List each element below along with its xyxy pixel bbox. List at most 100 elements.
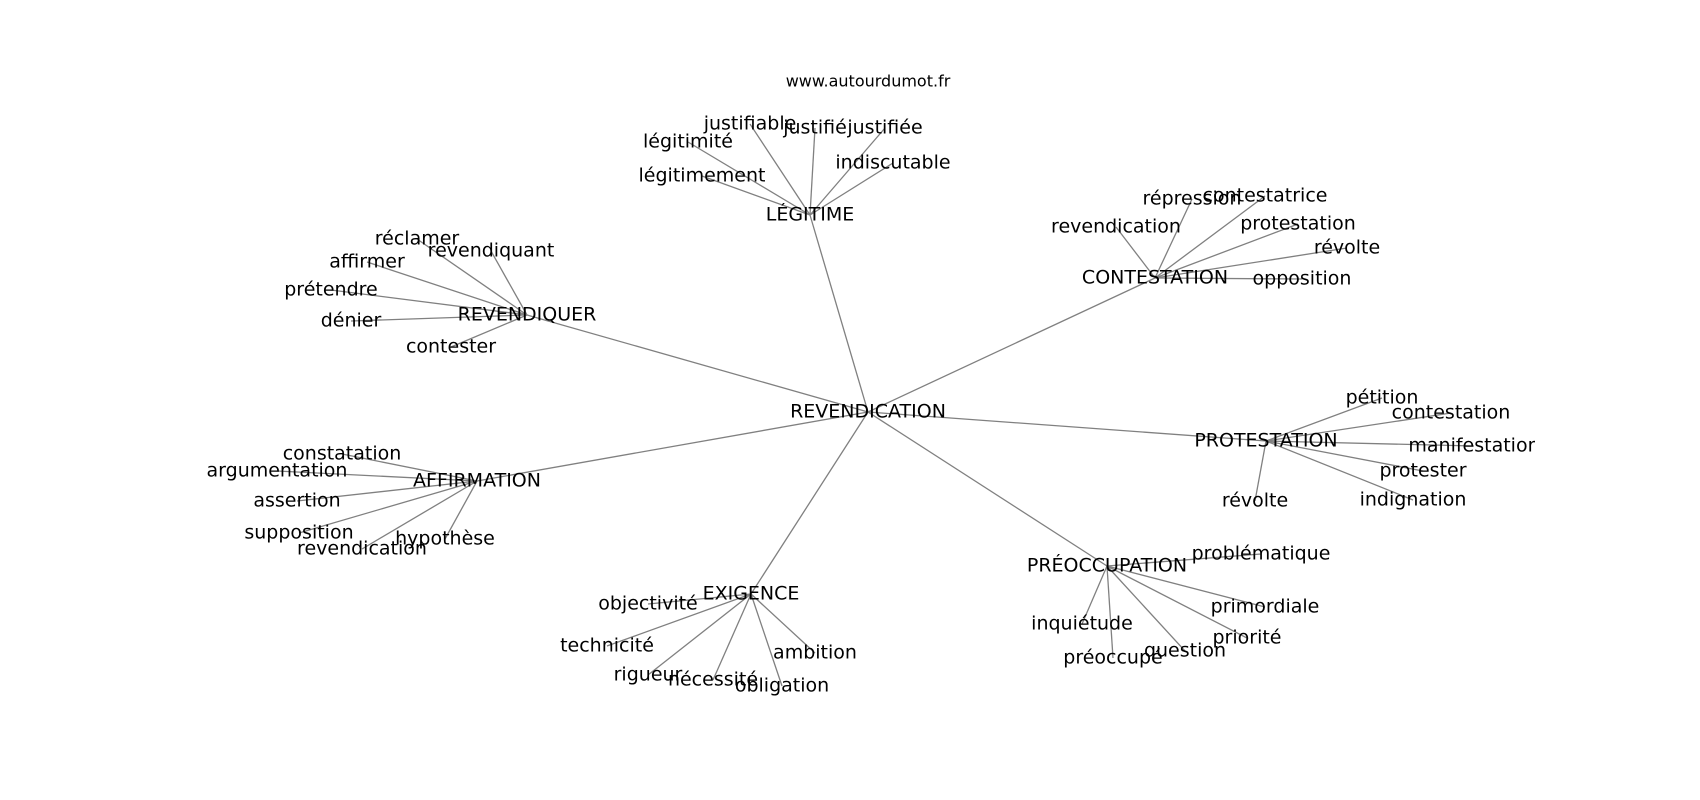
- edge-legitime-justifiee: [809, 127, 886, 216]
- leaf-node-ambition: ambition: [773, 642, 857, 664]
- edge-legitime-justifiable: [749, 123, 811, 216]
- graph-edges: [276, 123, 1475, 687]
- edge-preoccupation-priorite: [1106, 565, 1248, 639]
- edge-contestation-revendication: [1115, 226, 1156, 279]
- leaf-node-revolte: révolte: [1314, 237, 1380, 259]
- edge-affirmation-revendication: [361, 480, 478, 550]
- leaf-node-priorite: priorité: [1212, 627, 1281, 649]
- edge-preoccupation-question: [1106, 565, 1186, 652]
- edge-revendiquer-revendiquant: [490, 250, 528, 316]
- hub-node-affirmation: AFFIRMATION: [413, 470, 541, 492]
- edge-protestation-revolte: [1254, 440, 1267, 502]
- edge-contestation-revolte: [1154, 247, 1348, 279]
- edge-contestation-contestatrice: [1154, 195, 1266, 279]
- edge-center-exigence: [750, 411, 869, 595]
- leaf-node-legitimement: légitimement: [639, 165, 766, 187]
- graph-labels: REVENDICATIONLÉGITIMEjustifiablejustifié…: [207, 113, 1539, 697]
- edge-center-preoccupation: [867, 411, 1108, 567]
- leaf-node-justifiee: justifiée: [846, 117, 922, 139]
- leaf-node-petition: pétition: [1346, 387, 1419, 409]
- hub-node-protestation: PROTESTATION: [1194, 430, 1337, 452]
- leaf-node-protestation: protestation: [1240, 213, 1356, 235]
- leaf-node-reclamer: réclamer: [375, 228, 460, 250]
- leaf-node-primordiale: primordiale: [1211, 596, 1320, 618]
- edge-center-contestation: [867, 277, 1156, 413]
- leaf-node-objectivite: objectivité: [598, 593, 698, 615]
- edge-exigence-obligation: [750, 593, 783, 687]
- edge-center-legitime: [809, 214, 869, 413]
- hub-node-contestation: CONTESTATION: [1082, 267, 1228, 289]
- leaf-node-preoccupe: préoccupé: [1063, 647, 1162, 669]
- hub-node-preoccupation: PRÉOCCUPATION: [1027, 554, 1187, 577]
- edge-contestation-opposition: [1154, 277, 1303, 280]
- edge-affirmation-assertion: [296, 480, 478, 502]
- leaf-node-justifie: justifié: [782, 117, 847, 139]
- edge-affirmation-supposition: [298, 480, 478, 534]
- center-node: REVENDICATION: [790, 401, 946, 423]
- leaf-node-legitimite: légitimité: [643, 131, 733, 153]
- leaf-node-manifestation: manifestation: [1408, 435, 1539, 457]
- leaf-node-revendication: revendication: [1051, 216, 1181, 238]
- leaf-node-affirmer: affirmer: [329, 251, 405, 273]
- leaf-node-revendiquant: revendiquant: [428, 240, 555, 262]
- edge-protestation-manifestation: [1265, 440, 1475, 447]
- edge-center-protestation: [867, 411, 1267, 442]
- edge-center-affirmation: [476, 411, 869, 482]
- edge-affirmation-constatation: [341, 453, 478, 482]
- leaf-node-justifiable: justifiable: [703, 113, 797, 135]
- leaf-node-supposition: supposition: [244, 522, 353, 544]
- edge-exigence-rigueur: [647, 593, 752, 676]
- source-url: www.autourdumot.fr: [786, 72, 951, 91]
- edge-legitime-legitimement: [701, 175, 811, 216]
- leaf-node-technicite: technicité: [560, 635, 654, 657]
- edge-protestation-protester: [1265, 440, 1424, 472]
- edge-preoccupation-primordiale: [1106, 565, 1266, 608]
- edge-contestation-protestation: [1154, 223, 1299, 279]
- edge-contestation-repression: [1154, 198, 1193, 279]
- edge-legitime-indiscutable: [809, 162, 894, 216]
- leaf-node-assertion: assertion: [253, 490, 340, 512]
- leaf-node-denier: dénier: [321, 310, 382, 332]
- leaf-node-hypothese: hypothèse: [395, 528, 495, 550]
- edge-affirmation-hypothese: [444, 480, 478, 540]
- leaf-node-contestation: contestation: [1392, 402, 1511, 424]
- leaf-node-revendication: revendication: [297, 538, 427, 560]
- leaf-node-constatation: constatation: [283, 443, 402, 465]
- edge-exigence-objectivite: [647, 593, 752, 605]
- leaf-node-repression: répression: [1143, 188, 1242, 210]
- edge-protestation-indignation: [1265, 440, 1414, 501]
- edge-preoccupation-problematique: [1106, 553, 1262, 567]
- leaf-node-necessite: nécessité: [668, 669, 758, 691]
- edge-exigence-necessite: [712, 593, 752, 681]
- leaf-node-opposition: opposition: [1253, 268, 1352, 290]
- edge-legitime-justifie: [809, 127, 816, 216]
- leaf-node-indignation: indignation: [1360, 489, 1467, 511]
- hub-node-revendiquer: REVENDIQUER: [458, 304, 597, 326]
- edge-preoccupation-preoccupe: [1106, 565, 1114, 659]
- leaf-node-protester: protester: [1379, 460, 1466, 482]
- leaf-node-revolte: révolte: [1222, 490, 1288, 512]
- leaf-node-rigueur: rigueur: [614, 664, 683, 686]
- edge-revendiquer-reclamer: [416, 238, 528, 316]
- leaf-node-pretendre: prétendre: [284, 279, 377, 301]
- edge-affirmation-argumentation: [276, 470, 478, 482]
- hub-node-legitime: LÉGITIME: [766, 203, 855, 226]
- edge-protestation-petition: [1265, 397, 1383, 442]
- edge-legitime-legitimite: [687, 141, 811, 216]
- leaf-node-obligation: obligation: [735, 675, 829, 697]
- leaf-node-problematique: problématique: [1192, 543, 1331, 565]
- edge-protestation-contestation: [1265, 412, 1452, 442]
- leaf-node-contestatrice: contestatrice: [1203, 185, 1328, 207]
- leaf-node-question: question: [1144, 640, 1226, 662]
- edge-revendiquer-pretendre: [330, 289, 528, 316]
- leaf-node-argumentation: argumentation: [207, 460, 348, 482]
- edge-revendiquer-affirmer: [366, 261, 528, 316]
- edge-exigence-technicite: [606, 593, 752, 647]
- leaf-node-contester: contester: [406, 336, 496, 358]
- edge-exigence-ambition: [750, 593, 816, 654]
- edge-center-revendiquer: [526, 314, 869, 413]
- edge-preoccupation-inquietude: [1081, 565, 1108, 625]
- leaf-node-indiscutable: indiscutable: [835, 152, 950, 174]
- hub-node-exigence: EXIGENCE: [703, 583, 800, 605]
